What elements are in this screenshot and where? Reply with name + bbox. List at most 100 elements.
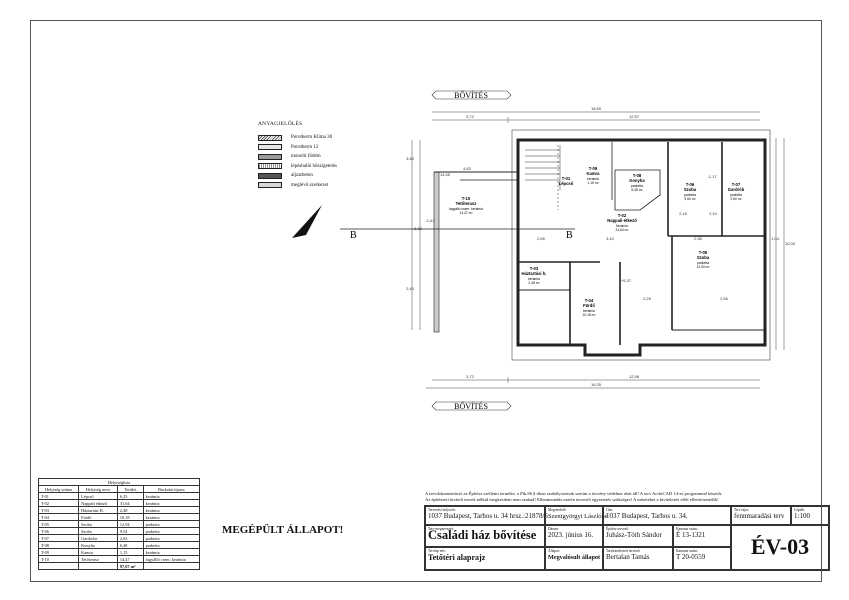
table-cell: 10,18 xyxy=(116,513,144,521)
svg-text:-1,17: -1,17 xyxy=(707,174,717,179)
extension-label-bottom: BŐVÍTÉS xyxy=(454,401,488,411)
state-cell: Állapot:Megvalósult állapot xyxy=(545,547,603,570)
table-cell: T-08 xyxy=(37,541,80,549)
table-cell: 14,47 xyxy=(116,555,144,563)
table-cell: 2,48 xyxy=(116,506,144,514)
table-cell: 12,94 xyxy=(116,520,144,528)
chamber-number-2-cell: Kamarai szám:T 20-0559 xyxy=(673,547,731,570)
svg-text:T-10: T-10 xyxy=(462,196,471,201)
material-legend: ANYAGJELÖLÉS Porotherm Klíma 30 Porother… xyxy=(258,121,337,190)
table-cell: Nappali étkező xyxy=(78,499,118,507)
extension-tags xyxy=(431,90,512,411)
location-cell: Tervezési helyszín:1037 Budapest, Tarhos… xyxy=(425,506,548,525)
table-cell: T-10 xyxy=(37,555,80,563)
svg-text:Háztartási h.: Háztartási h. xyxy=(522,271,547,276)
svg-text:parketta: parketta xyxy=(730,193,742,197)
svg-text:6,48 m²: 6,48 m² xyxy=(631,188,643,192)
client-cell: Megrendelő:Szentgyörgyi Lászlóné xyxy=(545,506,608,525)
address-cell: Cím:1037 Budapest, Tarhos u. 34. xyxy=(603,506,731,525)
table-cell: parketta xyxy=(142,520,201,528)
svg-text:2,60 m²: 2,60 m² xyxy=(730,197,742,201)
svg-text:1,15 m²: 1,15 m² xyxy=(587,181,599,185)
svg-text:2,66: 2,66 xyxy=(537,236,546,241)
table-cell: Tetőterasz xyxy=(78,555,118,563)
sheet-name-cell: Tervlap név:Tetőtéri alaprajz xyxy=(425,547,545,570)
hatch-swatch-icon xyxy=(258,134,282,141)
svg-text:T-07: T-07 xyxy=(732,182,741,187)
dimension-text: 16,69 3,72 12,57 3,72 12,56 16,35 10,00 … xyxy=(406,106,796,387)
svg-text:31,64 m²: 31,64 m² xyxy=(615,228,629,232)
svg-text:Kamra: Kamra xyxy=(586,171,600,176)
table-cell: kerámia xyxy=(142,506,201,514)
svg-text:-1,61: -1,61 xyxy=(425,218,435,223)
svg-text:parketta: parketta xyxy=(697,261,709,265)
svg-text:parketta: parketta xyxy=(684,193,696,197)
table-cell: 2,63 xyxy=(116,534,144,542)
svg-text:3,83: 3,83 xyxy=(406,156,415,161)
svg-text:T-08: T-08 xyxy=(633,173,642,178)
svg-text:Konyha: Konyha xyxy=(629,178,645,183)
svg-text:T-04: T-04 xyxy=(585,298,594,303)
svg-text:12,57: 12,57 xyxy=(629,114,640,119)
table-cell: T-07 xyxy=(37,534,80,542)
svg-text:Gardrób: Gardrób xyxy=(728,187,745,192)
svg-text:16,69: 16,69 xyxy=(591,106,602,111)
column-header: Helyiség száma xyxy=(37,485,80,493)
table-cell: T-03 xyxy=(37,506,80,514)
legend-item: monolit födém xyxy=(258,152,337,162)
svg-text:Tetőterasz: Tetőterasz xyxy=(456,201,477,206)
svg-text:12,56: 12,56 xyxy=(629,374,640,379)
plan-type-cell: Terv fajta:fennmaradási terv xyxy=(731,506,791,525)
svg-text:3,72: 3,72 xyxy=(466,114,475,119)
legend-label: Porotherm Klíma 30 xyxy=(291,135,333,141)
legend-label: monolit födém xyxy=(291,154,321,160)
svg-text:3,72: 3,72 xyxy=(466,374,475,379)
table-cell: Szoba xyxy=(78,520,118,528)
chamber-number-1-cell: Kamarai szám:É 13-1321 xyxy=(673,525,731,547)
svg-text:kerámia: kerámia xyxy=(528,277,540,281)
table-cell: Lépcső xyxy=(78,492,118,500)
svg-text:2,36: 2,36 xyxy=(694,236,703,241)
svg-text:8,38: 8,38 xyxy=(414,226,423,231)
architect-cell: Építész tervező:Juhász-Tóth Sándor xyxy=(603,525,673,547)
notice-line: A tervdokumentáció az Építész szellemi t… xyxy=(425,491,723,496)
hatch-swatch-icon xyxy=(258,163,282,170)
date-cell: Dátum:2023. június 16. xyxy=(545,525,603,547)
roof-outline xyxy=(511,129,771,361)
column-header: Burkolat típusa xyxy=(142,485,201,493)
legend-item: meglévő szerkezet xyxy=(258,181,337,191)
svg-text:Szoba: Szoba xyxy=(684,187,697,192)
svg-text:2,16: 2,16 xyxy=(679,211,688,216)
svg-text:10,18 m²: 10,18 m² xyxy=(582,313,596,317)
table-cell: Konyha xyxy=(78,541,118,549)
table-cell: parketta xyxy=(142,534,201,542)
svg-text:kerámia: kerámia xyxy=(583,309,595,313)
svg-text:Fürdő: Fürdő xyxy=(583,303,595,308)
svg-text:parketta: parketta xyxy=(631,184,643,188)
section-mark-right: B xyxy=(566,230,573,241)
hatch-swatch-icon xyxy=(258,182,282,189)
legend-label: aljzatbeton xyxy=(291,173,313,179)
hatch-swatch-icon xyxy=(258,172,282,179)
svg-text:kerámia: kerámia xyxy=(616,224,628,228)
copyright-notice: A tervdokumentáció az Építész szellemi t… xyxy=(425,491,830,503)
svg-text:3,42: 3,42 xyxy=(606,236,615,241)
table-cell: kerámia xyxy=(142,492,201,500)
walls xyxy=(433,138,767,357)
svg-text:fagyálló csem. kerámia: fagyálló csem. kerámia xyxy=(449,207,483,211)
table-cell: kerámia xyxy=(142,513,201,521)
